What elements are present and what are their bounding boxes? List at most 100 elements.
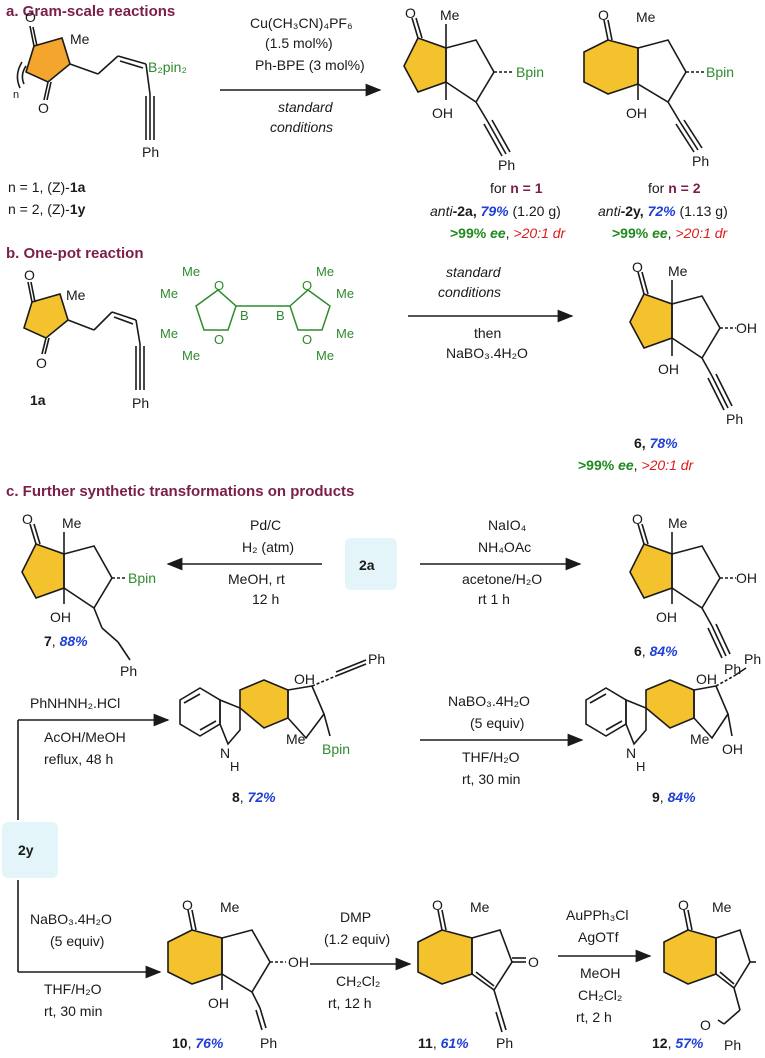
svg-text:Me: Me	[690, 731, 710, 747]
svg-text:Me: Me	[636, 9, 656, 25]
svg-text:O: O	[432, 897, 443, 913]
svg-text:O: O	[632, 511, 643, 527]
svg-text:Me: Me	[182, 348, 200, 363]
svg-text:Ph: Ph	[724, 1037, 741, 1053]
cond-7-1: Pd/C	[250, 517, 281, 533]
cond-7-4: 12 h	[252, 591, 279, 607]
svg-text:Bpin: Bpin	[516, 64, 544, 80]
svg-text:O: O	[24, 267, 35, 283]
svg-text:Ph: Ph	[142, 144, 159, 160]
cond-9-1: NaBO₃.4H₂O	[448, 693, 530, 709]
cond-12-3: MeOH	[580, 965, 620, 981]
for-n2-label: for n = 2	[648, 180, 701, 196]
svg-text:Ph: Ph	[498, 157, 515, 173]
sm-1a-structure: O O Me Ph	[23, 267, 149, 411]
cond-b-1: standard	[446, 264, 502, 280]
svg-text:OH: OH	[626, 105, 647, 121]
sm-1a-label: 1a	[30, 392, 46, 408]
product-2y-selectivity: >99% ee, >20:1 dr	[612, 225, 729, 241]
cond-11-3: CH₂Cl₂	[336, 973, 380, 989]
b2pin2-structure: Me Me Me Me Me Me Me Me O O O O B B	[160, 264, 354, 363]
svg-text:O: O	[528, 954, 539, 970]
center-2a-box	[345, 538, 397, 590]
product-10-structure: O Me OH OH Ph	[167, 897, 309, 1051]
product-2y-yield: anti-2y, 72% (1.13 g)	[598, 203, 728, 219]
product-12-yield: 12, 57%	[652, 1035, 704, 1051]
cond-11-1: DMP	[340, 909, 371, 925]
svg-text:Ph: Ph	[692, 153, 709, 169]
svg-text:Me: Me	[160, 326, 178, 341]
svg-text:Me: Me	[440, 7, 460, 23]
svg-text:Bpin: Bpin	[128, 570, 156, 586]
cond-12-1: AuPPh₃Cl	[566, 907, 629, 923]
svg-text:OH: OH	[294, 671, 315, 687]
product-11-yield: 11, 61%	[418, 1035, 469, 1051]
cond-6-2: NH₄OAc	[478, 539, 531, 555]
svg-text:O: O	[598, 7, 609, 23]
cond-a-2: (1.5 mol%)	[265, 35, 333, 51]
svg-text:Me: Me	[70, 31, 90, 47]
branch-2y-box	[2, 822, 58, 878]
cond-6-4: rt 1 h	[478, 591, 510, 607]
sm-1a-1y-structure: O O Me Ph n	[13, 9, 159, 160]
center-2a-label: 2a	[359, 557, 375, 573]
cond-8-2: AcOH/MeOH	[44, 729, 126, 745]
svg-text:O: O	[302, 278, 312, 293]
section-a-title: a. Gram-scale reactions	[6, 3, 175, 20]
svg-text:H: H	[636, 759, 645, 774]
cond-a-1: Cu(CH₃CN)₄PF₆	[250, 15, 353, 31]
cond-a-5: conditions	[270, 119, 333, 135]
svg-text:Bpin: Bpin	[322, 741, 350, 757]
svg-text:O: O	[36, 355, 47, 371]
product-12-structure: O Me O Ph	[663, 897, 756, 1053]
svg-text:Me: Me	[220, 899, 240, 915]
svg-text:OH: OH	[696, 671, 717, 687]
svg-text:Me: Me	[712, 899, 732, 915]
cond-7-2: H₂ (atm)	[242, 539, 294, 555]
svg-text:Ph: Ph	[726, 411, 743, 427]
svg-text:Ph: Ph	[744, 651, 761, 667]
svg-text:Me: Me	[62, 515, 82, 531]
svg-text:O: O	[182, 897, 193, 913]
section-b-title: b. One-pot reaction	[6, 245, 144, 262]
svg-text:OH: OH	[208, 995, 229, 1011]
cond-10-3: THF/H₂O	[44, 981, 102, 997]
cond-6-1: NaIO₄	[488, 517, 527, 533]
cond-a-3: Ph-BPE (3 mol%)	[255, 57, 365, 73]
svg-text:OH: OH	[658, 361, 679, 377]
svg-text:Ph: Ph	[496, 1035, 513, 1051]
product-11-structure: O Me O Ph	[417, 897, 539, 1051]
svg-text:Me: Me	[668, 515, 688, 531]
cond-12-2: AgOTf	[578, 929, 619, 945]
cond-11-4: rt, 12 h	[328, 995, 372, 1011]
product-7-structure: O Me OH Bpin Ph	[21, 511, 156, 679]
svg-text:B: B	[240, 308, 249, 323]
product-9-structure: N H OH Me Ph OH	[585, 651, 761, 774]
svg-text:O: O	[405, 5, 416, 21]
product-6-selectivity: >99% ee, >20:1 dr	[578, 457, 695, 473]
svg-text:O: O	[678, 897, 689, 913]
cond-12-4: CH₂Cl₂	[578, 987, 622, 1003]
b2pin2-label: B₂pin₂	[148, 59, 187, 75]
svg-text:Ph: Ph	[724, 661, 741, 677]
product-10-yield: 10, 76%	[172, 1035, 224, 1051]
product-2a-yield: anti-2a, 79% (1.20 g)	[430, 203, 561, 219]
svg-text:N: N	[626, 745, 636, 761]
svg-text:O: O	[700, 1017, 711, 1033]
cond-a-4: standard	[278, 99, 334, 115]
product-8-yield: 8, 72%	[232, 789, 276, 805]
svg-text:OH: OH	[432, 105, 453, 121]
product-2a-selectivity: >99% ee, >20:1 dr	[450, 225, 567, 241]
product-6-yield: 6, 78%	[634, 435, 678, 451]
for-n1-label: for n = 1	[490, 180, 543, 196]
cond-8-1: PhNHNH₂.HCl	[30, 695, 120, 711]
svg-text:O: O	[22, 511, 33, 527]
svg-text:Me: Me	[316, 348, 334, 363]
cond-9-2: (5 equiv)	[470, 715, 524, 731]
product-6c-structure: O Me OH OH Ph	[629, 511, 757, 677]
svg-text:OH: OH	[50, 609, 71, 625]
svg-text:Bpin: Bpin	[706, 64, 734, 80]
svg-text:Me: Me	[66, 287, 86, 303]
cond-10-2: (5 equiv)	[50, 933, 104, 949]
